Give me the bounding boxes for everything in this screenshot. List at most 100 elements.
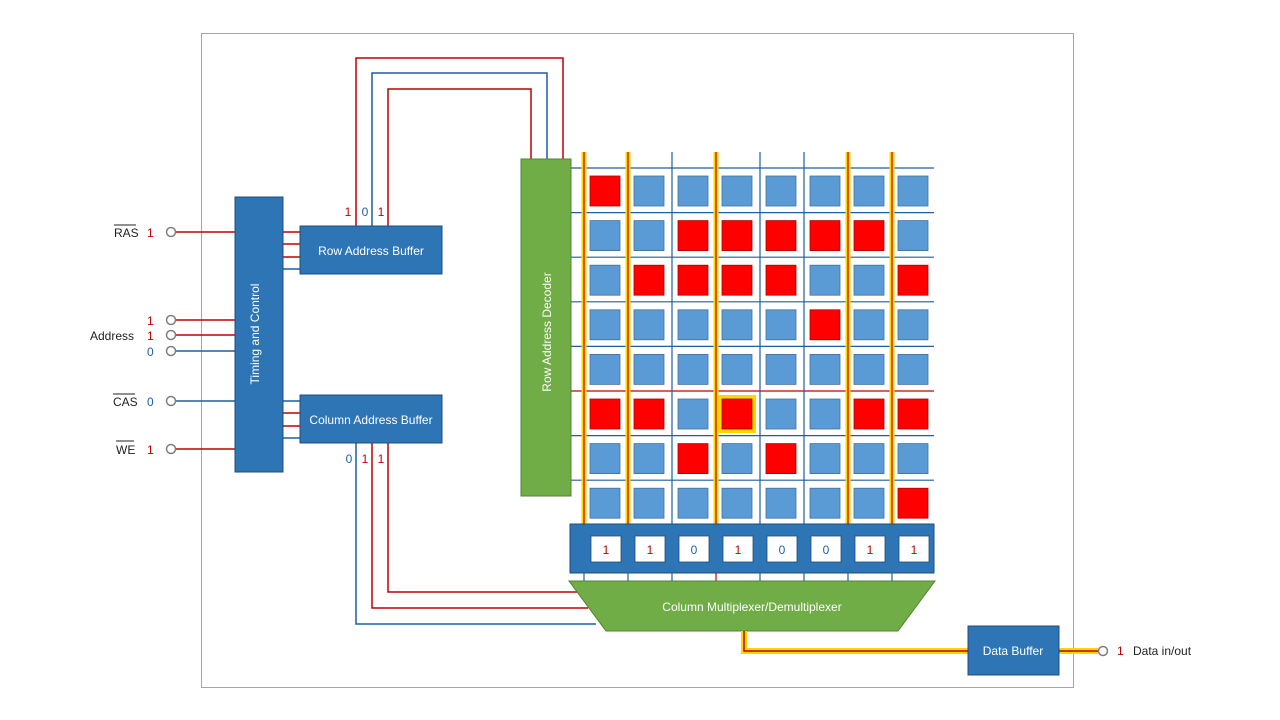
col-wire-3 bbox=[387, 443, 580, 593]
address-pin-3 bbox=[165, 345, 177, 357]
data-buffer bbox=[967, 625, 1060, 676]
row-wire-2 bbox=[371, 72, 548, 226]
row-address-decoder bbox=[520, 158, 572, 497]
memory-cell bbox=[677, 264, 709, 296]
memory-cell bbox=[765, 264, 797, 296]
memory-cell bbox=[809, 220, 841, 252]
memory-cell bbox=[589, 487, 621, 519]
memory-array-cells bbox=[589, 175, 929, 519]
memory-cell bbox=[809, 353, 841, 385]
memory-cell bbox=[853, 353, 885, 385]
row-address-wires bbox=[355, 57, 564, 226]
memory-cell bbox=[633, 309, 665, 341]
memory-cell bbox=[897, 443, 929, 475]
ras-label: RAS bbox=[114, 226, 139, 240]
memory-cell bbox=[809, 443, 841, 475]
memory-cell bbox=[633, 487, 665, 519]
memory-cell bbox=[721, 175, 753, 207]
row-address-buffer bbox=[299, 225, 443, 275]
cas-label: CAS bbox=[113, 395, 138, 409]
sense-value-box bbox=[898, 535, 930, 563]
memory-cell bbox=[765, 353, 797, 385]
memory-cell bbox=[765, 443, 797, 475]
sense-value: 1 bbox=[911, 543, 918, 557]
memory-cell bbox=[897, 264, 929, 296]
memory-cell bbox=[721, 220, 753, 252]
memory-cell bbox=[721, 264, 753, 296]
sense-value: 1 bbox=[867, 543, 874, 557]
memory-cell bbox=[633, 398, 665, 430]
memory-cell bbox=[765, 175, 797, 207]
sense-value-box bbox=[810, 535, 842, 563]
memory-cell bbox=[677, 443, 709, 475]
sense-value-box bbox=[590, 535, 622, 563]
row-bit-2: 0 bbox=[362, 205, 369, 219]
memory-cell bbox=[589, 398, 621, 430]
column-address-buffer-label: Column Address Buffer bbox=[309, 413, 432, 427]
memory-cell bbox=[633, 443, 665, 475]
cas-pin bbox=[165, 395, 177, 407]
memory-cell bbox=[589, 309, 621, 341]
col-bit-1: 0 bbox=[346, 452, 353, 466]
memory-array-lines bbox=[571, 152, 934, 524]
address-pin-2 bbox=[165, 329, 177, 341]
row-bit-3: 1 bbox=[378, 205, 385, 219]
address-bit-2: 1 bbox=[147, 329, 154, 343]
memory-cell bbox=[809, 264, 841, 296]
memory-cell bbox=[589, 220, 621, 252]
data-io-value: 1 bbox=[1117, 644, 1124, 658]
cas-value: 0 bbox=[147, 395, 154, 409]
ras-value: 1 bbox=[147, 226, 154, 240]
memory-cell bbox=[677, 220, 709, 252]
mux-connectors bbox=[583, 573, 893, 581]
memory-cell bbox=[633, 175, 665, 207]
memory-cell bbox=[721, 487, 753, 519]
memory-cell bbox=[765, 398, 797, 430]
column-multiplexer bbox=[568, 580, 936, 632]
memory-cell bbox=[589, 175, 621, 207]
memory-cell bbox=[809, 398, 841, 430]
col-address-wires bbox=[355, 443, 596, 625]
sense-value: 0 bbox=[779, 543, 786, 557]
address-pin-1 bbox=[165, 314, 177, 326]
memory-cell bbox=[853, 443, 885, 475]
memory-cell bbox=[897, 175, 929, 207]
memory-cell bbox=[721, 443, 753, 475]
control-connectors bbox=[283, 231, 300, 439]
memory-cell bbox=[853, 309, 885, 341]
col-wire-2 bbox=[371, 443, 588, 609]
sense-value: 0 bbox=[823, 543, 830, 557]
memory-cell bbox=[677, 398, 709, 430]
address-label: Address bbox=[90, 329, 134, 343]
memory-cell bbox=[677, 309, 709, 341]
row-wire-1 bbox=[355, 57, 564, 226]
timing-control-block bbox=[234, 196, 284, 473]
memory-cell bbox=[897, 220, 929, 252]
we-value: 1 bbox=[147, 443, 154, 457]
memory-cell bbox=[721, 353, 753, 385]
memory-cell bbox=[589, 443, 621, 475]
data-path bbox=[741, 631, 1098, 654]
memory-cell bbox=[809, 175, 841, 207]
memory-cell bbox=[853, 175, 885, 207]
memory-cell bbox=[897, 398, 929, 430]
data-io-pin bbox=[1097, 645, 1109, 657]
column-multiplexer-label: Column Multiplexer/Demultiplexer bbox=[662, 600, 841, 614]
memory-cell bbox=[809, 487, 841, 519]
sense-value-box bbox=[678, 535, 710, 563]
sense-value-box bbox=[634, 535, 666, 563]
data-io-label: Data in/out bbox=[1133, 644, 1192, 658]
we-pin bbox=[165, 443, 177, 455]
input-pins bbox=[165, 226, 236, 455]
memory-cell bbox=[633, 353, 665, 385]
col-bit-2: 1 bbox=[362, 452, 369, 466]
ras-pin bbox=[165, 226, 177, 238]
memory-cell bbox=[677, 487, 709, 519]
memory-cell bbox=[677, 353, 709, 385]
memory-cell bbox=[589, 353, 621, 385]
memory-cell bbox=[677, 175, 709, 207]
sense-value: 1 bbox=[647, 543, 654, 557]
memory-cell bbox=[765, 220, 797, 252]
column-address-buffer bbox=[299, 394, 443, 444]
